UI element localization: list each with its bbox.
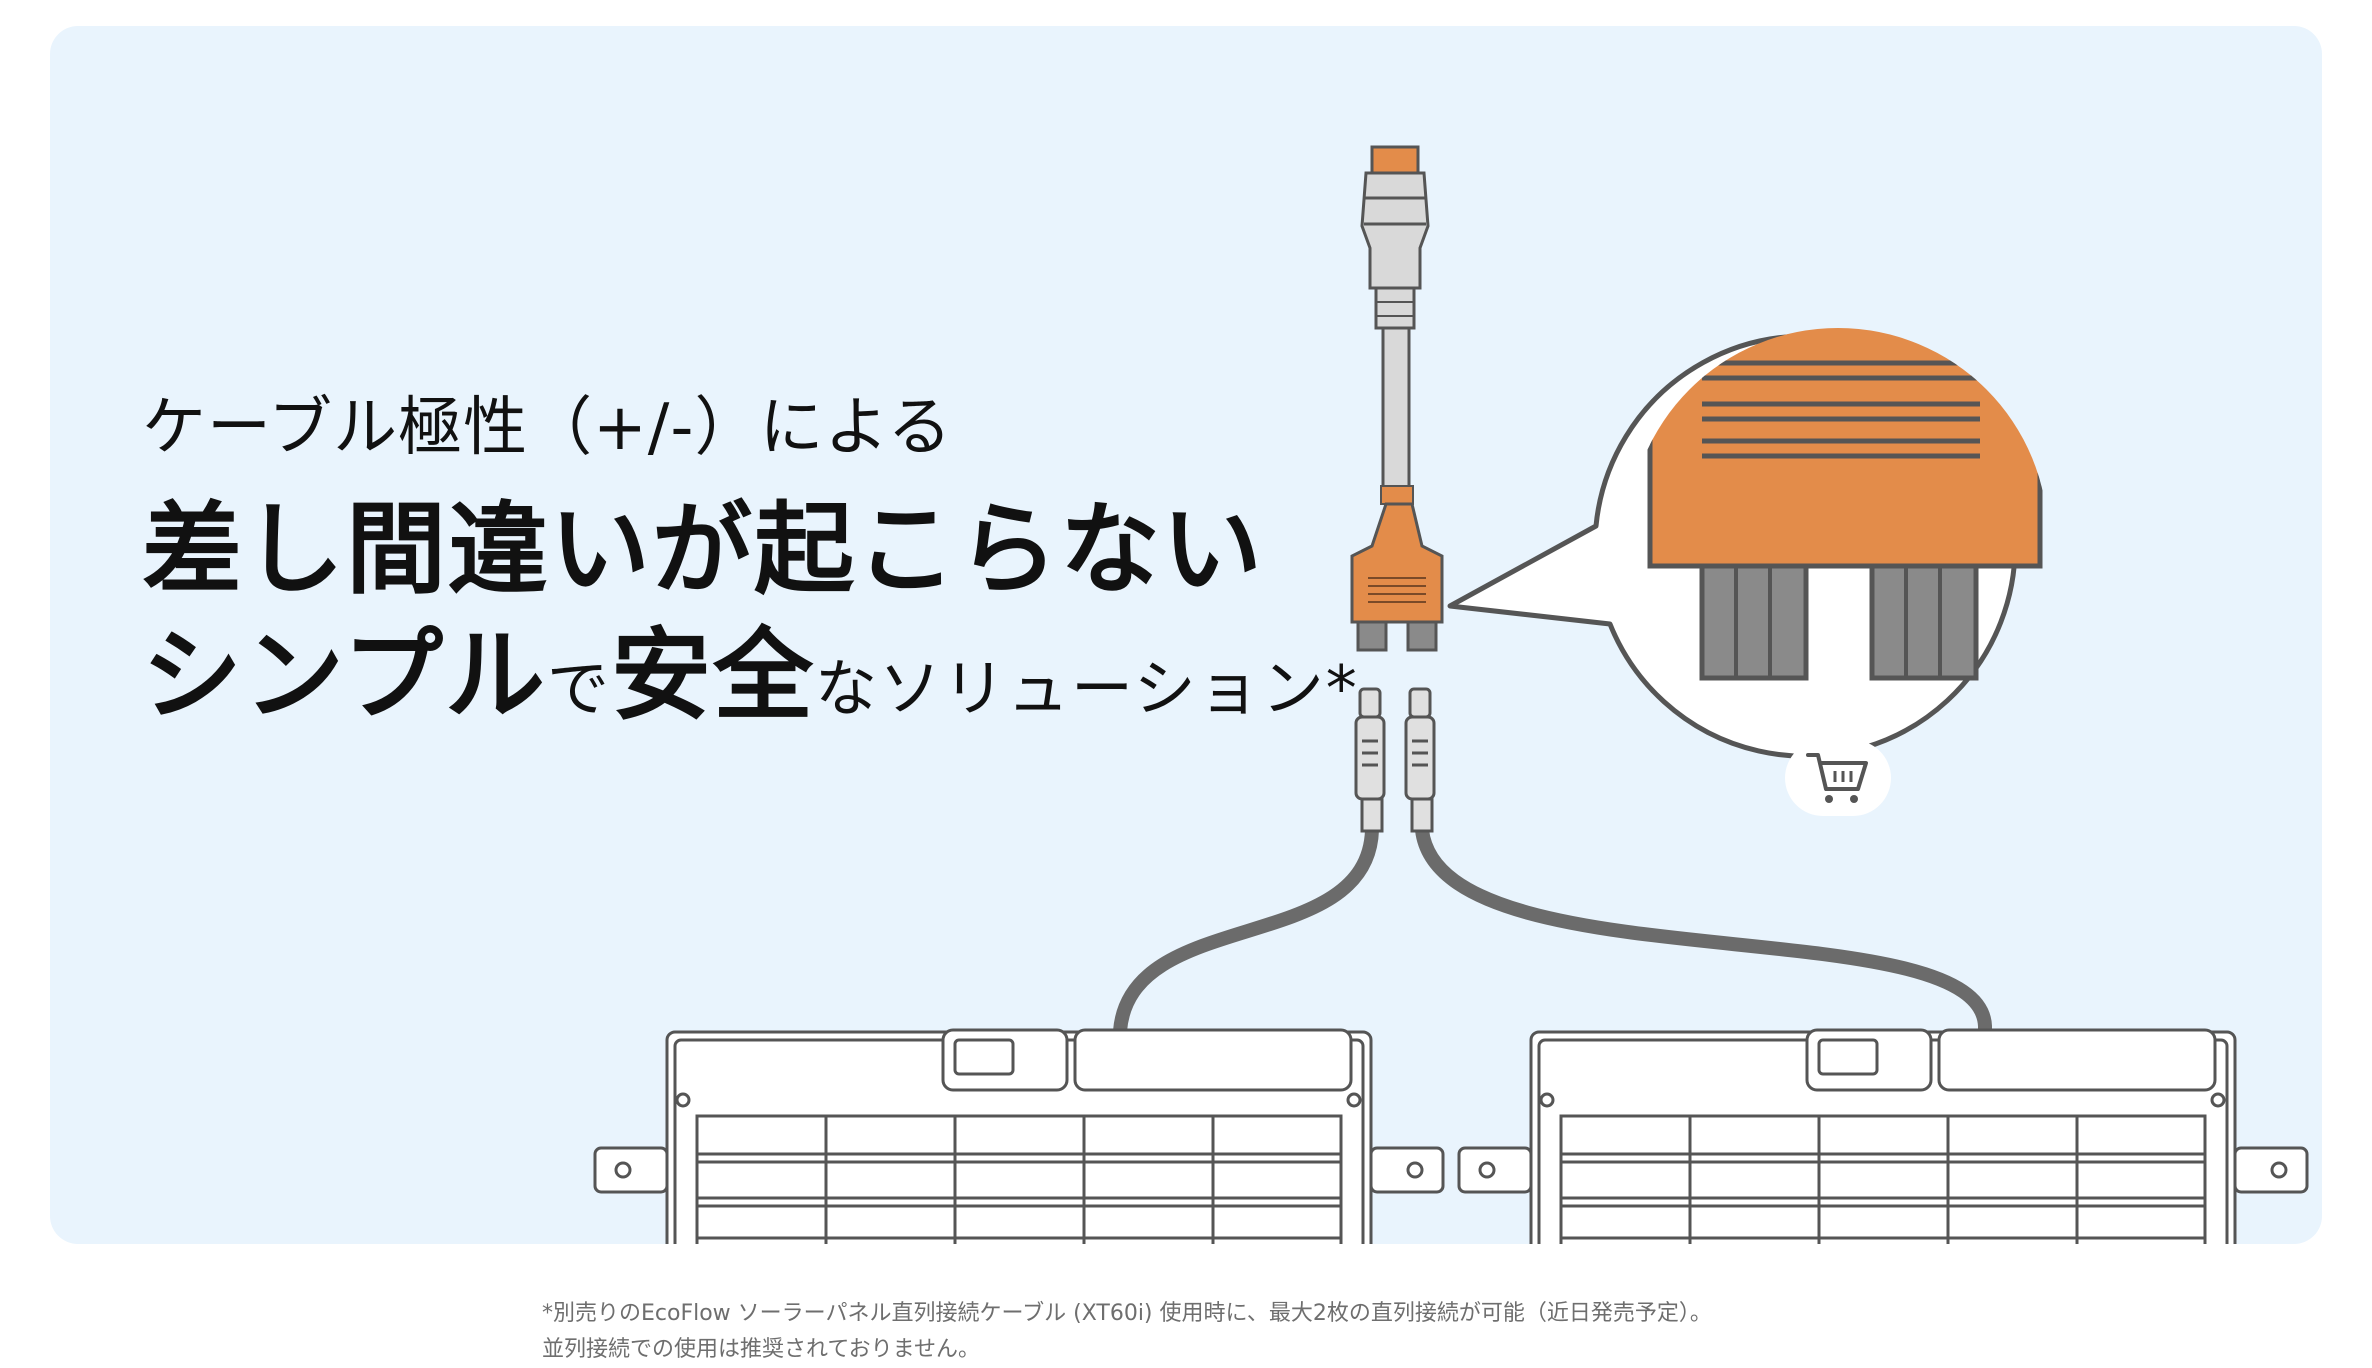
headline-line3-part1: シンプル xyxy=(142,617,547,734)
feature-banner: ケーブル極性（+/-）による 差し間違いが起こらない シンプルで安全なソリューシ… xyxy=(50,26,2322,1244)
footnote-line2: 並列接続での使用は推奨されておりません。 xyxy=(542,1337,981,1362)
shopping-cart-icon xyxy=(1806,753,1868,803)
headline-line3-part4: なソリューション* xyxy=(815,652,1359,725)
cable-left xyxy=(1113,823,1379,1045)
y-connector-body xyxy=(1350,502,1444,624)
main-cable xyxy=(1381,326,1411,498)
footnote: *別売りのEcoFlow ソーラーパネル直列接続ケーブル (XT60i) 使用時… xyxy=(542,1296,1712,1368)
plug-left xyxy=(1354,687,1386,833)
headline-line1: ケーブル極性（+/-）による xyxy=(142,391,953,465)
cable-right xyxy=(1415,823,1992,1045)
headline-line3: シンプルで安全なソリューション* xyxy=(142,616,1359,749)
solar-panel-right xyxy=(1457,1028,2309,1244)
plug-right xyxy=(1404,687,1436,833)
cart-button[interactable] xyxy=(1785,740,1891,816)
connector-illustration xyxy=(593,145,2309,1244)
top-connector-body xyxy=(1360,171,1430,290)
headline-line3-part2: で xyxy=(547,652,612,725)
footnote-line1: *別売りのEcoFlow ソーラーパネル直列接続ケーブル (XT60i) 使用時… xyxy=(542,1301,1712,1326)
headline-line2: 差し間違いが起こらない xyxy=(142,491,1264,608)
solar-panel-left xyxy=(593,1028,1445,1244)
headline: ケーブル極性（+/-）による 差し間違いが起こらない シンプルで安全なソリューシ… xyxy=(142,388,1359,749)
top-connector-tip xyxy=(1370,145,1420,175)
headline-line3-part3: 安全 xyxy=(611,617,816,734)
